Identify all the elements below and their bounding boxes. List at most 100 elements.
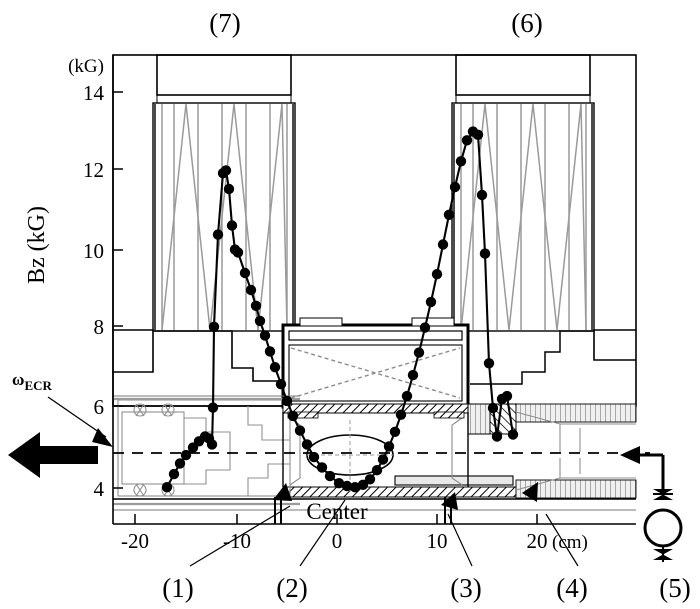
omega-glyph: ω	[12, 370, 24, 389]
x-tick-0: 0	[332, 529, 343, 553]
bz-data-point	[324, 470, 336, 482]
bz-data-point	[269, 362, 281, 373]
bz-data-point	[333, 478, 345, 489]
coil-winding-right	[460, 103, 587, 331]
y-tick-8: 8	[94, 315, 105, 339]
y-tick-14: 14	[83, 81, 105, 105]
gas-bottle-symbol	[643, 489, 683, 562]
bz-data-point	[483, 358, 495, 369]
bz-data-point	[487, 402, 499, 414]
bz-data-point	[479, 248, 491, 259]
bz-data-point	[501, 390, 513, 402]
omega-ecr-arrowhead	[92, 428, 113, 447]
callout-5: (5)	[659, 573, 690, 603]
bz-data-point	[389, 426, 401, 437]
bz-data-point	[161, 482, 173, 493]
omega-ecr-label: ωECR	[12, 370, 52, 393]
right-taper-detail	[515, 411, 636, 491]
bz-data-point	[419, 322, 431, 333]
bz-data-point	[349, 482, 361, 493]
omega-ecr-annotation: ωECR	[12, 370, 113, 447]
callout-3: (3)	[450, 573, 481, 603]
bz-data-markers	[161, 126, 519, 493]
bz-data-point	[364, 474, 376, 485]
bz-data-point	[443, 209, 455, 220]
omega-ecr-leader	[47, 396, 107, 438]
gas-bottle-circle	[643, 508, 683, 548]
bz-data-point	[401, 390, 413, 402]
bz-data-point	[449, 181, 461, 193]
bz-data-point	[308, 451, 320, 463]
y-tick-6: 6	[94, 395, 105, 419]
x-tick-10: 10	[427, 529, 448, 553]
bz-data-point	[168, 468, 180, 480]
bz-data-point	[223, 183, 235, 195]
bz-data-point	[180, 449, 192, 461]
bz-field-curve	[161, 126, 519, 493]
callout-leaders	[189, 499, 579, 567]
leader-4	[545, 513, 579, 567]
bz-data-point	[275, 379, 287, 390]
y-axis-unit-label: (kG)	[68, 56, 104, 77]
gas-feed-arrow	[620, 446, 665, 490]
bz-data-point	[491, 431, 503, 442]
x-axis-unit-label: (cm)	[552, 532, 588, 553]
bz-data-point	[281, 395, 293, 407]
bz-data-point	[341, 480, 353, 492]
leader-2	[299, 499, 346, 567]
bz-data-point	[250, 300, 262, 311]
bz-data-point	[239, 267, 251, 279]
bz-data-point	[208, 321, 220, 332]
bz-data-point	[377, 454, 389, 465]
bz-data-point	[226, 220, 238, 231]
bz-polyline	[165, 130, 515, 489]
plasma-chamber	[281, 317, 470, 409]
ecr-subscript: ECR	[24, 378, 52, 393]
bz-data-point	[507, 429, 519, 440]
bz-data-point	[455, 156, 467, 167]
bz-data-point	[316, 462, 328, 473]
bz-data-point	[232, 247, 244, 258]
valve-upper	[653, 489, 673, 500]
machine-cross-section	[112, 54, 637, 524]
bz-data-point	[294, 425, 306, 436]
bz-data-point	[207, 402, 219, 413]
callout-1: (1)	[162, 573, 193, 603]
bz-data-point	[413, 347, 425, 358]
valve-lower	[653, 546, 673, 562]
axes: (kG) 14 12 10 8 6 4 -20 -10 0 10 20 (cm)…	[24, 55, 636, 553]
callout-4: (4)	[556, 573, 587, 603]
callout-7: (7)	[209, 8, 240, 38]
beam-pipe	[113, 395, 637, 511]
bz-data-point	[383, 441, 395, 452]
x-tick-minus10: -10	[223, 529, 251, 553]
bz-data-point	[407, 369, 419, 381]
bz-data-point	[357, 479, 369, 490]
coil-winding-left	[161, 103, 288, 331]
arrowhead-4	[522, 482, 538, 502]
bz-data-point	[472, 129, 484, 140]
bz-data-point	[174, 458, 186, 469]
bz-data-point	[206, 439, 218, 450]
callout-arrowheads	[273, 482, 538, 510]
bz-data-point	[476, 189, 488, 201]
bz-data-point	[220, 165, 232, 176]
chamber-cross-lines	[290, 347, 461, 399]
leader-1	[189, 505, 291, 567]
callout-2: (2)	[276, 573, 307, 603]
bz-data-point	[212, 229, 224, 240]
callout-6: (6)	[511, 8, 542, 38]
arrowhead-3	[441, 492, 458, 510]
extraction-coil-assembly	[451, 54, 636, 406]
y-axis-ticks	[113, 91, 123, 489]
bz-data-point	[371, 465, 383, 476]
x-axis-ticks	[134, 514, 538, 524]
y-tick-4: 4	[94, 477, 105, 501]
bz-data-point	[259, 330, 271, 341]
bz-data-point	[395, 409, 407, 420]
y-axis-title: Bz (kG)	[24, 206, 50, 284]
leader-3	[447, 513, 473, 567]
